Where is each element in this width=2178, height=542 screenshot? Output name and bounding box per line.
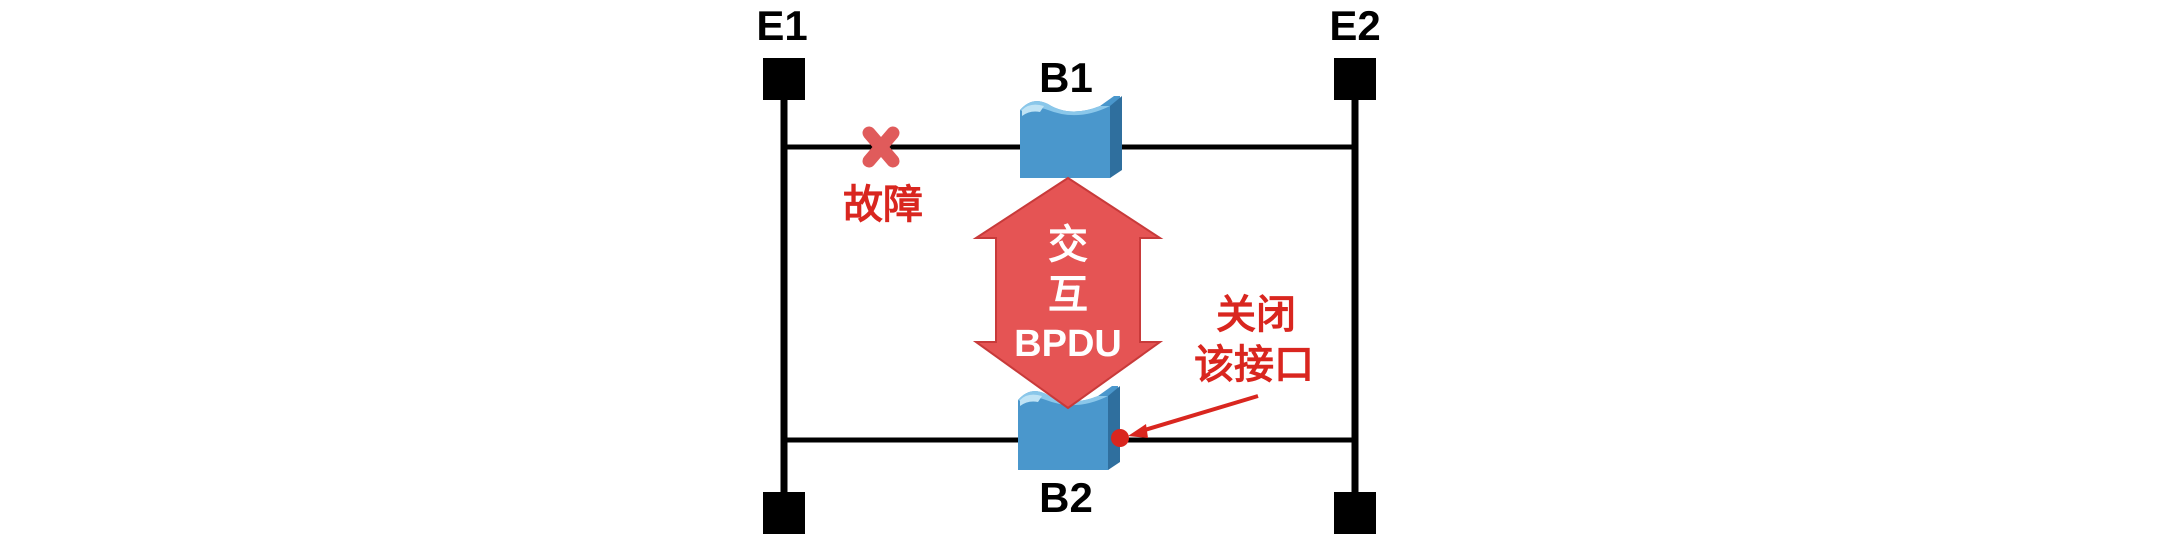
endpoint-e2-top <box>1334 58 1376 100</box>
port-note-line2: 该接口 <box>1194 342 1314 388</box>
fault-x-icon <box>862 126 900 168</box>
exchange-text-line1: 交 <box>1048 222 1088 268</box>
port-note-line1: 关闭 <box>1216 292 1296 338</box>
exchange-text-line3: BPDU <box>1014 323 1122 365</box>
bpdu-exchange-arrow <box>972 176 1164 410</box>
links <box>780 80 1359 518</box>
fault-label: 故障 <box>843 182 923 228</box>
port-note-pointer <box>1137 394 1259 434</box>
endpoint-e1-bottom <box>763 492 805 534</box>
endpoint-label-e2: E2 <box>1329 2 1380 49</box>
exchange-text-line2: 互 <box>1048 272 1088 318</box>
endpoint-e1-top <box>763 58 805 100</box>
endpoint-label-e1: E1 <box>756 2 807 49</box>
endpoint-e2-bottom <box>1334 492 1376 534</box>
bridge-label-b2: B2 <box>1039 474 1093 521</box>
bridge-b2-icon <box>1018 386 1120 470</box>
blocked-port-dot <box>1111 429 1129 447</box>
bridge-b1-icon <box>1020 96 1122 178</box>
port-note-arrowhead <box>1128 424 1148 438</box>
bridge-label-b1: B1 <box>1039 54 1093 101</box>
